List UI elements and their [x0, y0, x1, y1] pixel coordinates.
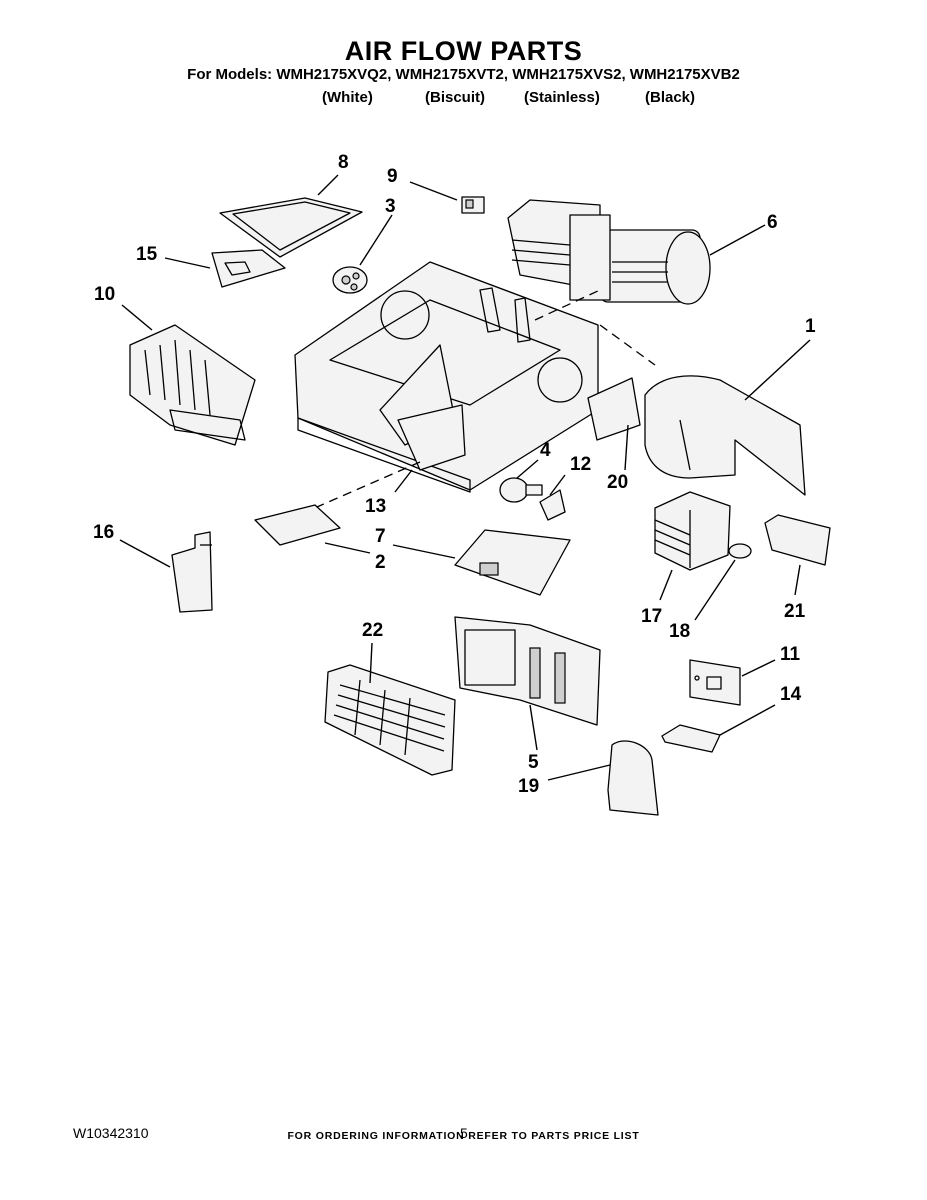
part-19-duct[interactable]: [607, 740, 659, 816]
callout-7: 7: [375, 526, 386, 547]
callout-19: 19: [518, 776, 539, 797]
callout-20: 20: [607, 472, 628, 493]
callout-10: 10: [94, 284, 115, 305]
callout-5: 5: [528, 752, 539, 773]
callout-12: 12: [570, 454, 591, 475]
part-5-panel[interactable]: [454, 616, 601, 726]
callout-labels: 8 9 3 15 10 6 1 4 12 20 13 7 2 16 17 18 …: [93, 152, 816, 797]
part-10-air-guide[interactable]: [129, 324, 256, 446]
part-14-bracket[interactable]: [661, 724, 721, 753]
assembly-line: [599, 324, 656, 366]
callout-22: 22: [362, 620, 383, 641]
part-9-connector[interactable]: [461, 196, 485, 214]
part-18-thermostat[interactable]: [728, 543, 752, 559]
part-3-fan[interactable]: [332, 266, 368, 294]
callout-21: 21: [784, 601, 806, 622]
callout-4: 4: [540, 440, 551, 461]
part-11-switch-plate[interactable]: [689, 659, 741, 706]
part-17-transformer[interactable]: [654, 491, 731, 571]
callout-3: 3: [385, 196, 396, 217]
callout-13: 13: [365, 496, 386, 517]
color-black: (Black): [645, 89, 696, 106]
callout-15: 15: [136, 244, 158, 265]
callout-1: 1: [805, 316, 816, 337]
assembly-line: [534, 289, 601, 321]
color-white: (White): [322, 89, 373, 106]
callout-16: 16: [93, 522, 114, 543]
ordering-info-footer: FOR ORDERING INFORMATION REFER TO PARTS …: [287, 1130, 640, 1142]
callout-9: 9: [387, 166, 398, 187]
part-4-bulb[interactable]: [499, 477, 543, 503]
callout-11: 11: [780, 644, 801, 665]
part-2-plate[interactable]: [254, 504, 341, 546]
page-number: 5: [460, 1125, 468, 1141]
part-20-board[interactable]: [587, 377, 641, 441]
part-16-bracket[interactable]: [171, 531, 213, 613]
models-line: For Models: WMH2175XVQ2, WMH2175XVT2, WM…: [187, 66, 740, 83]
callout-14: 14: [780, 684, 802, 705]
document-number: W10342310: [73, 1125, 149, 1141]
callout-8: 8: [338, 152, 349, 173]
part-8-filter[interactable]: [219, 197, 363, 258]
callout-18: 18: [669, 621, 690, 642]
part-21-bracket[interactable]: [764, 514, 831, 566]
color-stainless: (Stainless): [524, 89, 600, 106]
leader-lines: [119, 174, 811, 781]
part-13-base-assembly[interactable]: [294, 261, 599, 493]
part-7-bottom-plate[interactable]: [454, 529, 571, 596]
callout-17: 17: [641, 606, 662, 627]
part-22-grille[interactable]: [324, 664, 456, 776]
part-1-duct[interactable]: [644, 375, 806, 496]
callout-6: 6: [767, 212, 778, 233]
color-biscuit: (Biscuit): [425, 89, 485, 106]
part-15-plate[interactable]: [211, 249, 286, 288]
page-title: AIR FLOW PARTS: [344, 36, 583, 66]
part-12-socket[interactable]: [539, 489, 566, 521]
callout-2: 2: [375, 552, 386, 573]
part-6-blower[interactable]: [507, 199, 711, 305]
assembly-line: [309, 461, 421, 511]
